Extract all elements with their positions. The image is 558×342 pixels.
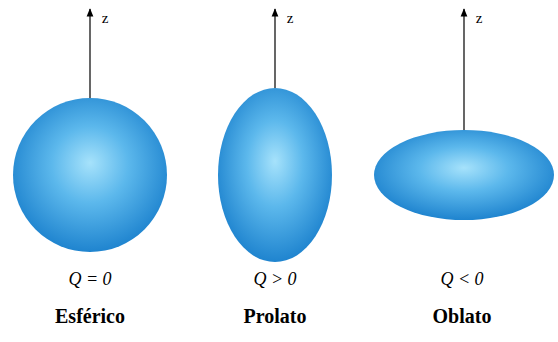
z-axis (89, 9, 90, 98)
axis-label: z (287, 10, 294, 27)
oblate-nucleus (374, 130, 554, 220)
spherical-nucleus (13, 98, 167, 252)
shape-name: Oblato (433, 305, 492, 327)
quadrupole-value: Q > 0 (253, 270, 296, 290)
shape-name: Esférico (55, 305, 125, 327)
prolate-nucleus (218, 88, 332, 262)
quadrupole-value: Q = 0 (68, 270, 111, 290)
z-axis (274, 9, 275, 88)
shape-name: Prolato (244, 305, 307, 327)
z-axis (463, 9, 464, 130)
quadrupole-value: Q < 0 (440, 270, 483, 290)
axis-label: z (102, 10, 109, 27)
axis-label: z (476, 10, 483, 27)
